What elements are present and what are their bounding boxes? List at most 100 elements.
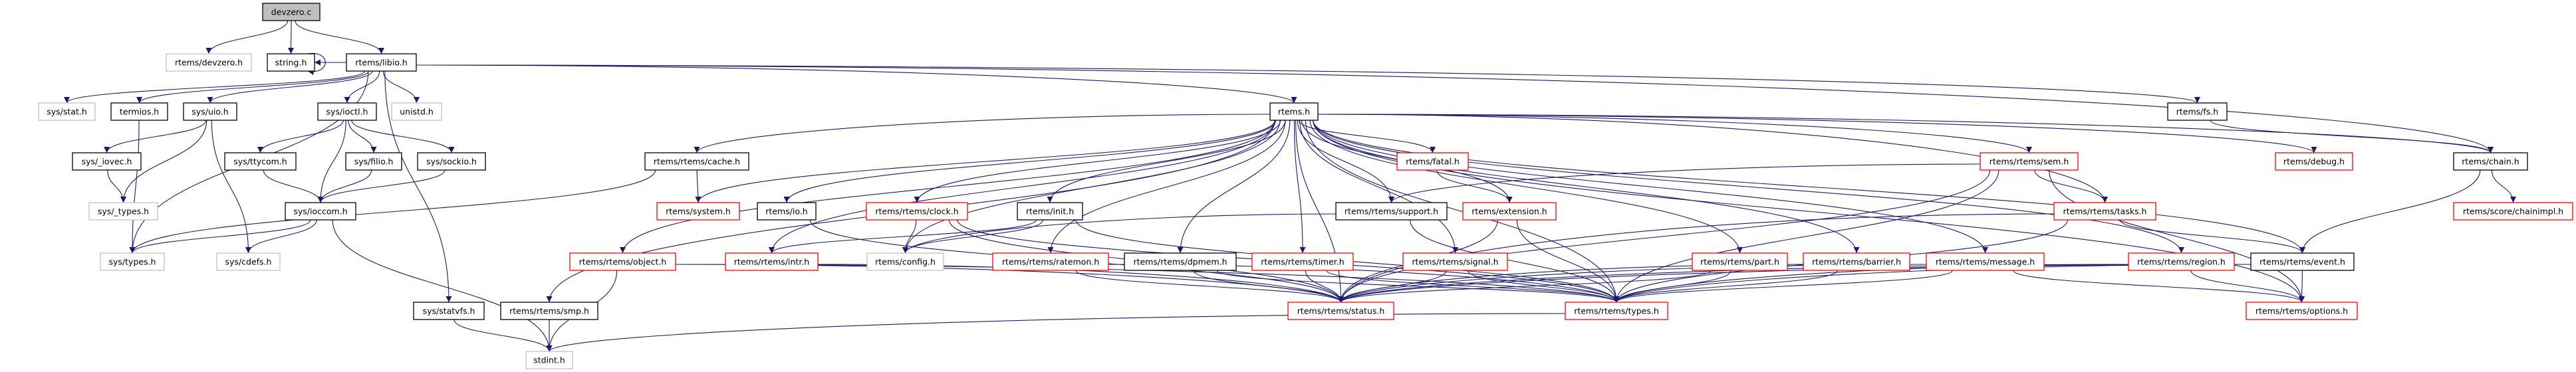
node-box <box>569 252 676 271</box>
node-rtems-init-h[interactable]: rtems/init.h <box>1017 202 1083 221</box>
edge-devzero-c-to-rtems-devzero-h <box>205 20 289 54</box>
edge-rtems-h-to-rtems-config-h <box>902 120 1281 254</box>
edge-rtems-h-to-rtems-rtems-timer-h <box>1293 120 1306 254</box>
edge-rtems-h-to-rtems-debug-h <box>1317 114 2317 153</box>
node-box <box>1269 102 1319 121</box>
node-sys-iovec-h[interactable]: sys/_iovec.h <box>72 152 142 171</box>
node-rtems-rtems-tasks-h[interactable]: rtems/rtems/tasks.h <box>2053 202 2156 221</box>
node-rtems-rtems-object-h[interactable]: rtems/rtems/object.h <box>569 252 676 271</box>
node-rtems-fs-h[interactable]: rtems/fs.h <box>2167 102 2228 121</box>
node-rtems-rtems-ratemon-h[interactable]: rtems/rtems/ratemon.h <box>992 252 1109 271</box>
node-sys-sockio-h[interactable]: sys/sockio.h <box>417 152 486 171</box>
node-label: rtems/fatal.h <box>1406 157 1460 167</box>
node-label: rtems/rtems/smp.h <box>509 306 589 316</box>
node-rtems-extension-h[interactable]: rtems/extension.h <box>1462 202 1557 221</box>
edge-rtems-rtems-timer-h-to-rtems-rtems-types-h <box>1326 270 1620 303</box>
node-rtems-io-h[interactable]: rtems/io.h <box>757 202 817 221</box>
node-box <box>413 302 485 320</box>
edge-rtems-rtems-support-h-to-rtems-config-h <box>902 213 1337 254</box>
node-rtems-rtems-cache-h[interactable]: rtems/rtems/cache.h <box>644 152 749 171</box>
node-sys-statvfs-h[interactable]: sys/statvfs.h <box>413 302 485 320</box>
edge-rtems-h-to-rtems-rtems-object-h <box>620 120 1275 254</box>
node-rtems-rtems-barrier-h[interactable]: rtems/rtems/barrier.h <box>1803 252 1910 271</box>
node-label: rtems/rtems/support.h <box>1345 207 1438 217</box>
node-box <box>644 152 749 171</box>
node-label: rtems/devzero.h <box>175 58 243 68</box>
node-label: rtems/rtems/types.h <box>1574 306 1659 316</box>
node-rtems-fatal-h[interactable]: rtems/fatal.h <box>1396 152 1469 171</box>
node-label: rtems/rtems/dpmem.h <box>1133 257 1227 267</box>
node-box <box>1335 202 1448 221</box>
node-box <box>2053 202 2156 221</box>
node-rtems-rtems-signal-h[interactable]: rtems/rtems/signal.h <box>1402 252 1508 271</box>
edge-rtems-rtems-tasks-h-to-rtems-rtems-status-h <box>1338 213 2055 303</box>
node-label: rtems/rtems/ratemon.h <box>1002 257 1099 267</box>
node-rtems-rtems-options-h[interactable]: rtems/rtems/options.h <box>2246 302 2358 320</box>
edge-rtems-h-to-rtems-fatal-h <box>1298 120 1436 153</box>
node-box <box>866 252 944 271</box>
node-label: rtems/debug.h <box>2283 157 2345 167</box>
edge-rtems-h-to-rtems-rtems-part-h <box>1309 120 1743 254</box>
edge-rtems-h-to-rtems-rtems-region-h <box>1313 120 2184 254</box>
node-sys-ioctl-h[interactable]: sys/ioctl.h <box>317 102 377 121</box>
node-rtems-rtems-timer-h[interactable]: rtems/rtems/timer.h <box>1251 252 1354 271</box>
node-sys-uio-h[interactable]: sys/uio.h <box>183 102 237 121</box>
edge-rtems-rtems-event-h-to-rtems-rtems-options-h <box>2299 270 2305 303</box>
edge-sys-ioccom-h-to-stdint-h <box>332 219 553 352</box>
edge-rtems-h-to-rtems-rtems-ratemon-h <box>1047 120 1286 254</box>
node-label: sys/uio.h <box>192 107 228 117</box>
node-rtems-rtems-status-h[interactable]: rtems/rtems/status.h <box>1287 302 1394 320</box>
node-sys-filio-h[interactable]: sys/filio.h <box>345 152 402 171</box>
node-rtems-rtems-region-h[interactable]: rtems/rtems/region.h <box>2128 252 2235 271</box>
node-rtems-rtems-message-h[interactable]: rtems/rtems/message.h <box>1926 252 2045 271</box>
node-string-h[interactable]: string.h <box>267 53 315 72</box>
edge-rtems-h-to-rtems-rtems-cache-h <box>694 114 1271 153</box>
node-rtems-rtems-support-h[interactable]: rtems/rtems/support.h <box>1335 202 1448 221</box>
node-rtems-rtems-part-h[interactable]: rtems/rtems/part.h <box>1692 252 1788 271</box>
node-rtems-h[interactable]: rtems.h <box>1269 102 1319 121</box>
node-box <box>88 202 158 221</box>
node-box <box>1462 202 1557 221</box>
node-label: rtems/rtems/options.h <box>2255 306 2348 316</box>
edge-rtems-rtems-dpmem-h-to-rtems-rtems-types-h <box>1216 270 1620 303</box>
edge-rtems-rtems-part-h-to-rtems-rtems-status-h <box>1338 270 1712 303</box>
node-termios-h[interactable]: termios.h <box>110 102 168 121</box>
edge-rtems-rtems-sem-h-to-rtems-rtems-types-h <box>1613 169 1999 303</box>
node-box <box>417 152 486 171</box>
edge-rtems-h-to-rtems-rtems-tasks-h <box>1317 114 2108 203</box>
edge-rtems-libio-h-to-sys-stat-h <box>64 70 366 104</box>
node-rtems-rtems-clock-h[interactable]: rtems/rtems/clock.h <box>866 202 968 221</box>
node-rtems-chain-h[interactable]: rtems/chain.h <box>2453 152 2528 171</box>
node-devzero-c[interactable]: devzero.c <box>262 3 321 21</box>
node-label: sys/stat.h <box>47 107 87 117</box>
node-box <box>110 102 168 121</box>
node-label: rtems/rtems/signal.h <box>1412 257 1498 267</box>
node-sys-ioccom-h[interactable]: sys/ioccom.h <box>285 202 356 221</box>
node-box <box>345 152 402 171</box>
node-rtems-libio-h[interactable]: rtems/libio.h <box>346 53 417 72</box>
node-rtems-rtems-intr-h[interactable]: rtems/rtems/intr.h <box>725 252 819 271</box>
edge-sys-ioccom-h-to-sys-cdefs-h <box>245 219 317 254</box>
edge-sys-uio-h-to-sys-iovec-h <box>104 120 207 153</box>
node-rtems-rtems-sem-h[interactable]: rtems/rtems/sem.h <box>1980 152 2079 171</box>
edge-rtems-rtems-sem-h-to-rtems-rtems-tasks-h <box>2034 169 2108 203</box>
node-rtems-rtems-smp-h[interactable]: rtems/rtems/smp.h <box>500 302 598 320</box>
node-rtems-rtems-event-h[interactable]: rtems/rtems/event.h <box>2250 252 2355 271</box>
edge-sys-ioctl-h-to-sys-filio-h <box>348 120 377 153</box>
node-rtems-rtems-types-h[interactable]: rtems/rtems/types.h <box>1565 302 1668 320</box>
node-rtems-system-h[interactable]: rtems/system.h <box>656 202 740 221</box>
node-label: sys/cdefs.h <box>225 257 272 267</box>
edge-rtems-h-to-rtems-rtems-status-h <box>1295 120 1344 303</box>
node-sys-types-h: sys/types.h <box>100 252 165 271</box>
edge-sys-uio-h-to-sys-types-h <box>120 120 207 203</box>
node-rtems-rtems-dpmem-h[interactable]: rtems/rtems/dpmem.h <box>1124 252 1237 271</box>
edge-rtems-rtems-object-h-to-rtems-rtems-status-h <box>675 264 1344 303</box>
node-rtems-debug-h[interactable]: rtems/debug.h <box>2275 152 2353 171</box>
node-rtems-devzero-h: rtems/devzero.h <box>166 53 252 72</box>
node-sys-ttycom-h[interactable]: sys/ttycom.h <box>224 152 297 171</box>
node-box <box>2128 252 2235 271</box>
node-label: rtems.h <box>1278 107 1310 117</box>
node-label: rtems/extension.h <box>1472 207 1547 217</box>
node-rtems-score-chainimpl-h[interactable]: rtems/score/chainimpl.h <box>2453 202 2573 221</box>
node-label: rtems/rtems/region.h <box>2137 257 2226 267</box>
